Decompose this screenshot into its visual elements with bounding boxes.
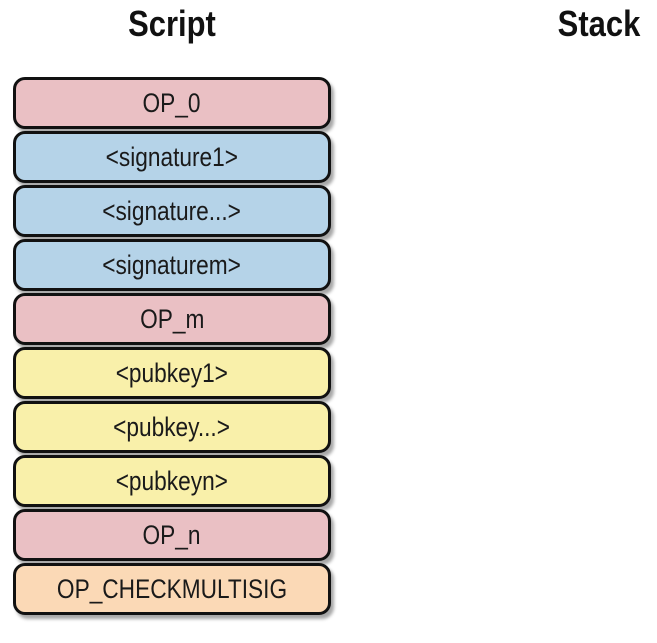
script-item-signature-m: <signaturem> (13, 239, 331, 291)
stack-column (520, 77, 650, 617)
script-item-op-m: OP_m (13, 293, 331, 345)
script-item-op-n: OP_n (13, 509, 331, 561)
script-item-pubkey-1: <pubkey1> (13, 347, 331, 399)
script-item-signature-1: <signature1> (13, 131, 331, 183)
script-item-op-checkmultisig: OP_CHECKMULTISIG (13, 563, 331, 615)
script-item-pubkey-ellipsis: <pubkey...> (13, 401, 331, 453)
script-heading: Script (128, 3, 216, 44)
script-item-pubkey-n: <pubkeyn> (13, 455, 331, 507)
script-column: OP_0 <signature1> <signature...> <signat… (13, 77, 333, 617)
script-item-signature-ellipsis: <signature...> (13, 185, 331, 237)
script-item-op-0: OP_0 (13, 77, 331, 129)
stack-heading: Stack (557, 3, 641, 44)
